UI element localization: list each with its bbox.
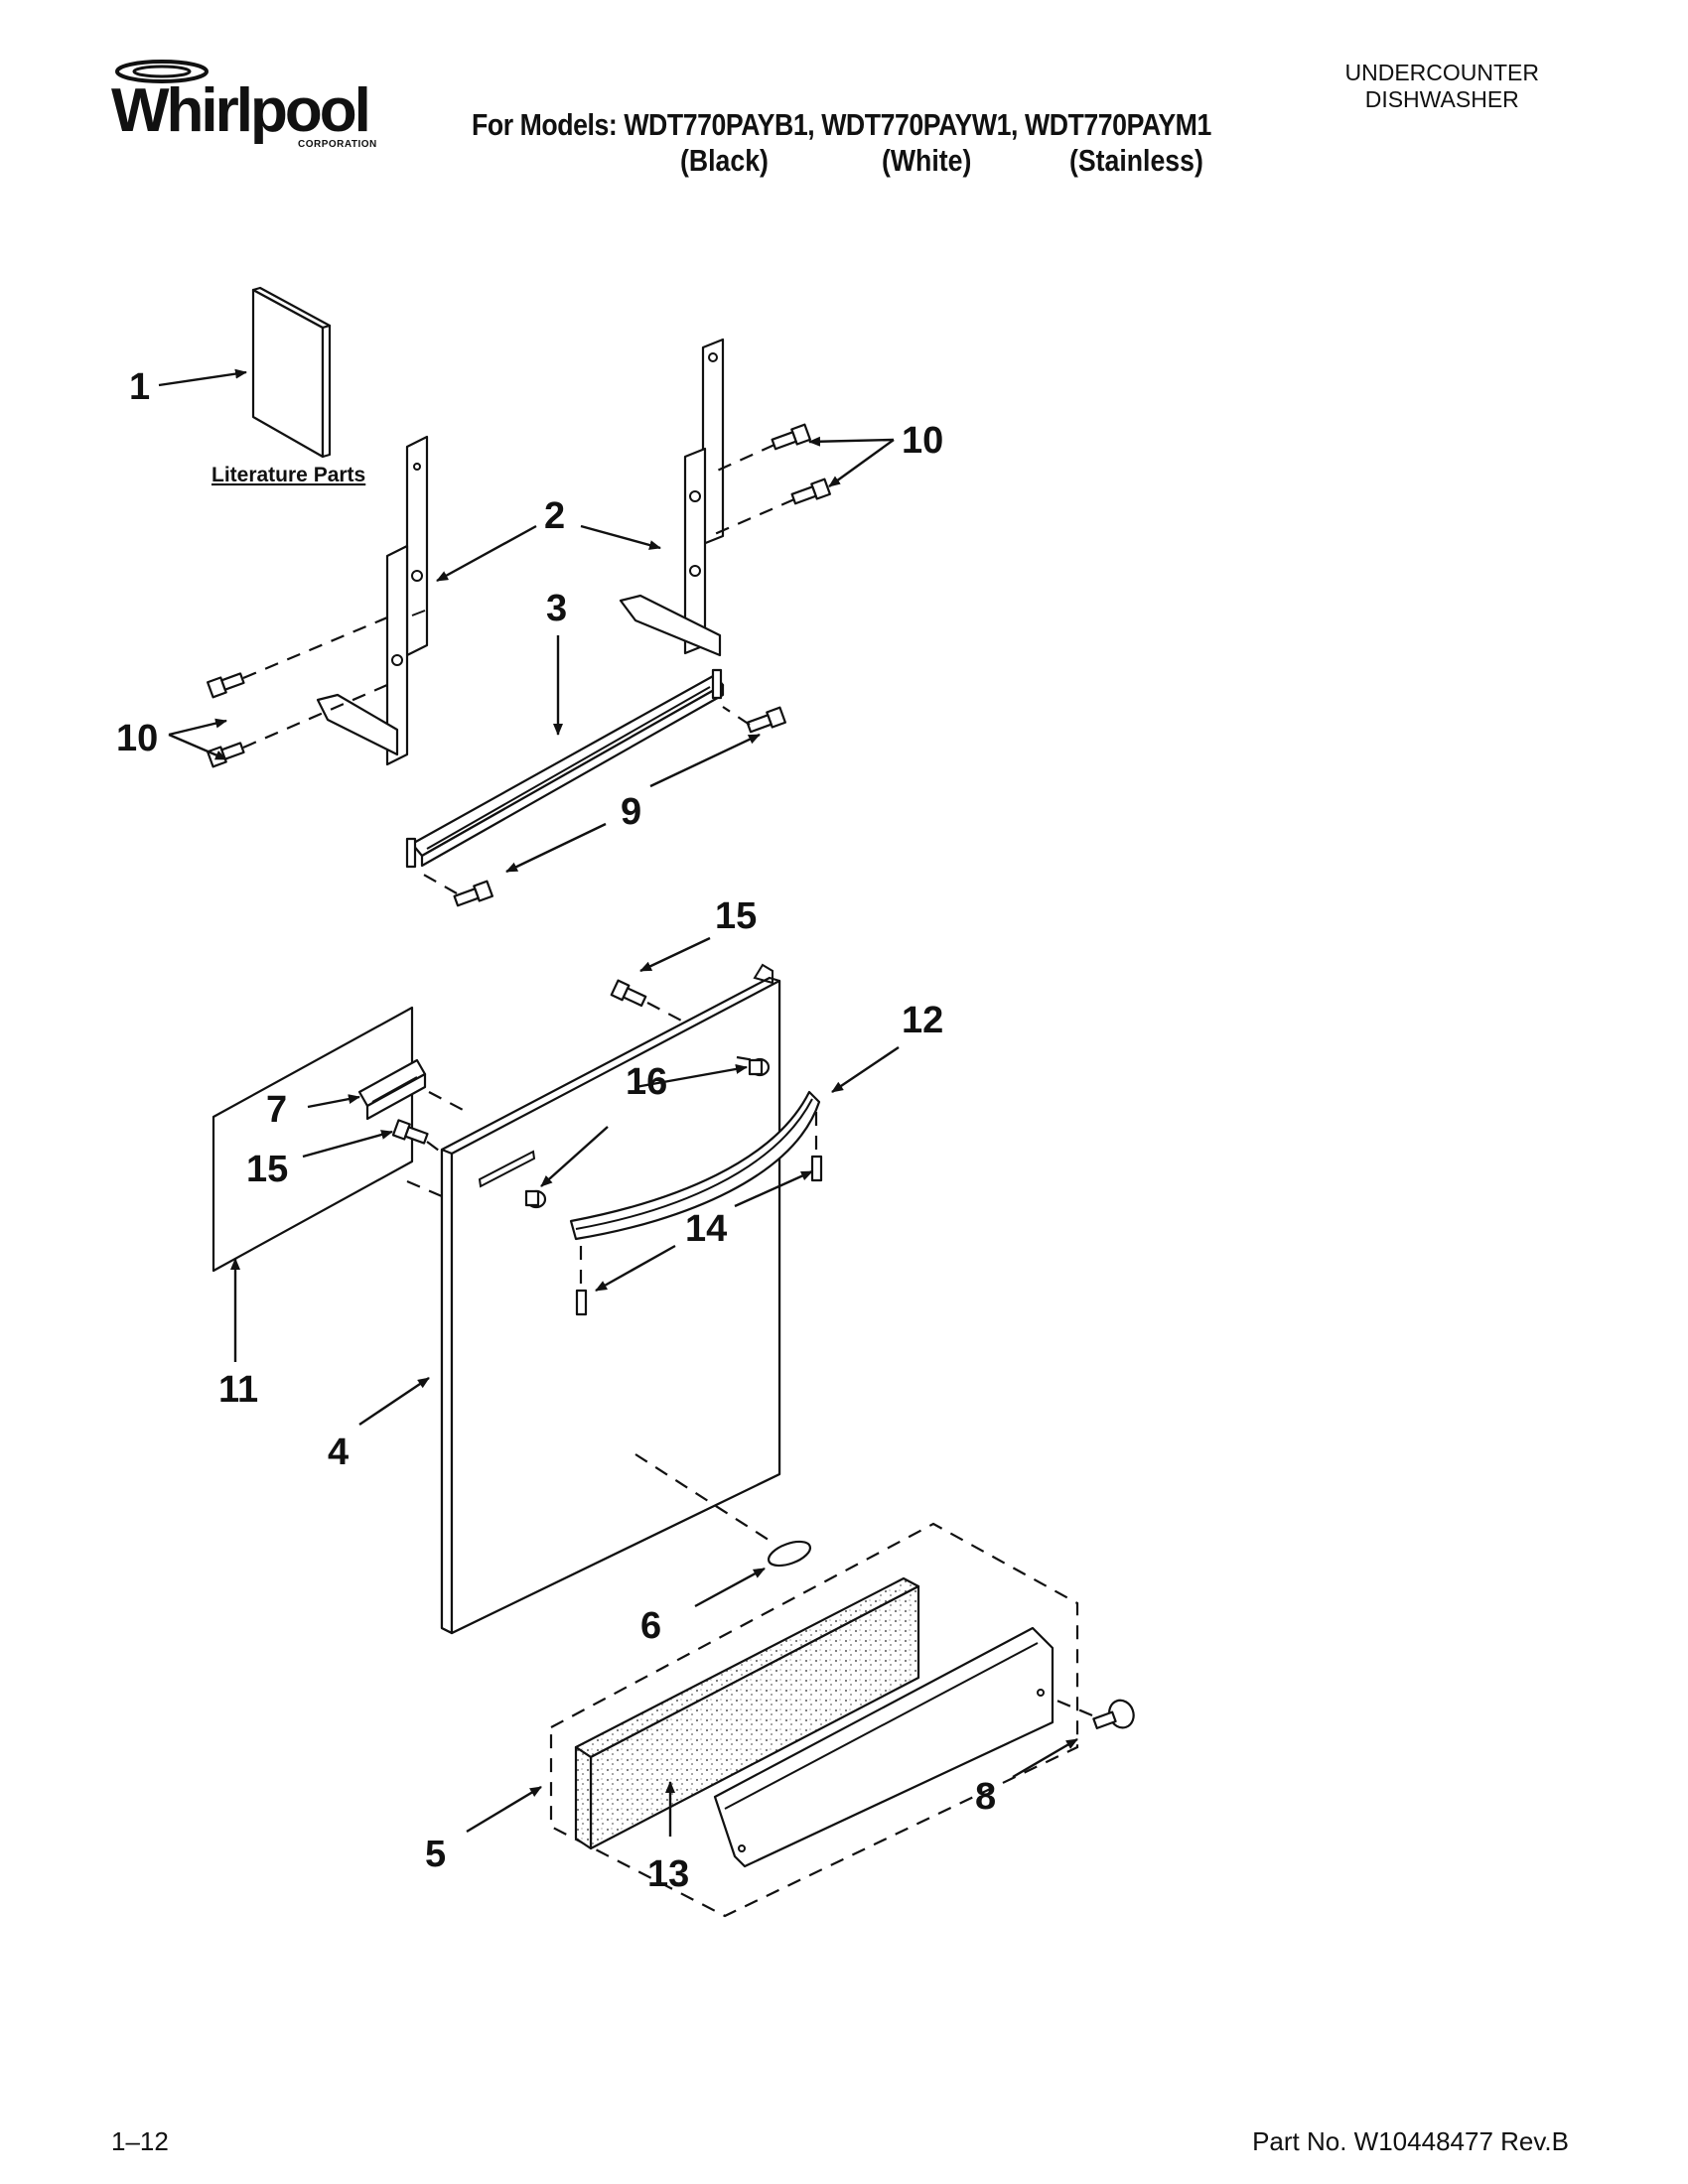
callout-5: 5 <box>425 1834 446 1875</box>
page-number: 1–12 <box>111 2126 169 2156</box>
door-rail <box>405 668 725 869</box>
vent-screw <box>391 1119 429 1145</box>
panel-top-screw <box>610 979 647 1008</box>
callout-8: 8 <box>975 1776 996 1818</box>
literature-parts-label: Literature Parts <box>211 464 365 486</box>
callout-9: 9 <box>621 791 641 833</box>
leader-lines <box>158 368 1078 1837</box>
callout-10-left: 10 <box>116 718 158 759</box>
rail-screws <box>421 706 786 907</box>
part-number: Part No. W10448477 Rev.B <box>1252 2126 1569 2156</box>
callout-2: 2 <box>544 495 565 537</box>
variant-white: (White) <box>882 143 972 178</box>
literature-booklet <box>251 286 332 459</box>
models-title: For Models: WDT770PAYB1, WDT770PAYW1, WD… <box>472 107 1211 142</box>
variant-stainless: (Stainless) <box>1069 143 1203 178</box>
callout-10-right: 10 <box>902 420 943 462</box>
callout-6: 6 <box>640 1605 661 1647</box>
handle-spacers <box>524 1057 771 1209</box>
door-handle <box>569 1090 821 1241</box>
callout-3: 3 <box>546 588 567 629</box>
variant-black: (Black) <box>680 143 769 178</box>
category-line-2: DISHWASHER <box>1364 86 1519 112</box>
left-hinge-bracket <box>316 435 429 766</box>
door-plug <box>767 1540 812 1568</box>
door-insulation-panel <box>211 1006 414 1273</box>
callout-4: 4 <box>328 1432 349 1473</box>
callout-15-top: 15 <box>715 895 757 937</box>
whirlpool-logo: Whirlpool CORPORATION <box>99 58 376 157</box>
toe-kick-panel <box>713 1626 1055 1868</box>
callout-11: 11 <box>218 1369 258 1411</box>
category-line-1: UNDERCOUNTER <box>1344 60 1540 85</box>
outer-door-panel <box>440 963 781 1635</box>
callout-13: 13 <box>647 1853 689 1895</box>
category-label: UNDERCOUNTER DISHWASHER <box>1345 60 1540 113</box>
callout-1: 1 <box>129 366 150 408</box>
callout-12: 12 <box>902 1000 943 1041</box>
door-vent <box>357 1058 427 1121</box>
logo-wordmark: Whirlpool <box>111 76 371 145</box>
toe-kick-screw <box>1092 1699 1135 1729</box>
handle-studs <box>575 1155 823 1316</box>
logo-swirl-icon <box>115 60 209 83</box>
callout-15-left: 15 <box>246 1149 288 1190</box>
callout-14: 14 <box>685 1208 727 1250</box>
bracket-screws <box>207 423 831 768</box>
right-hinge-bracket <box>619 338 725 657</box>
callout-16: 16 <box>626 1061 667 1103</box>
logo-corporation: CORPORATION <box>298 139 377 150</box>
callout-7: 7 <box>266 1089 287 1131</box>
